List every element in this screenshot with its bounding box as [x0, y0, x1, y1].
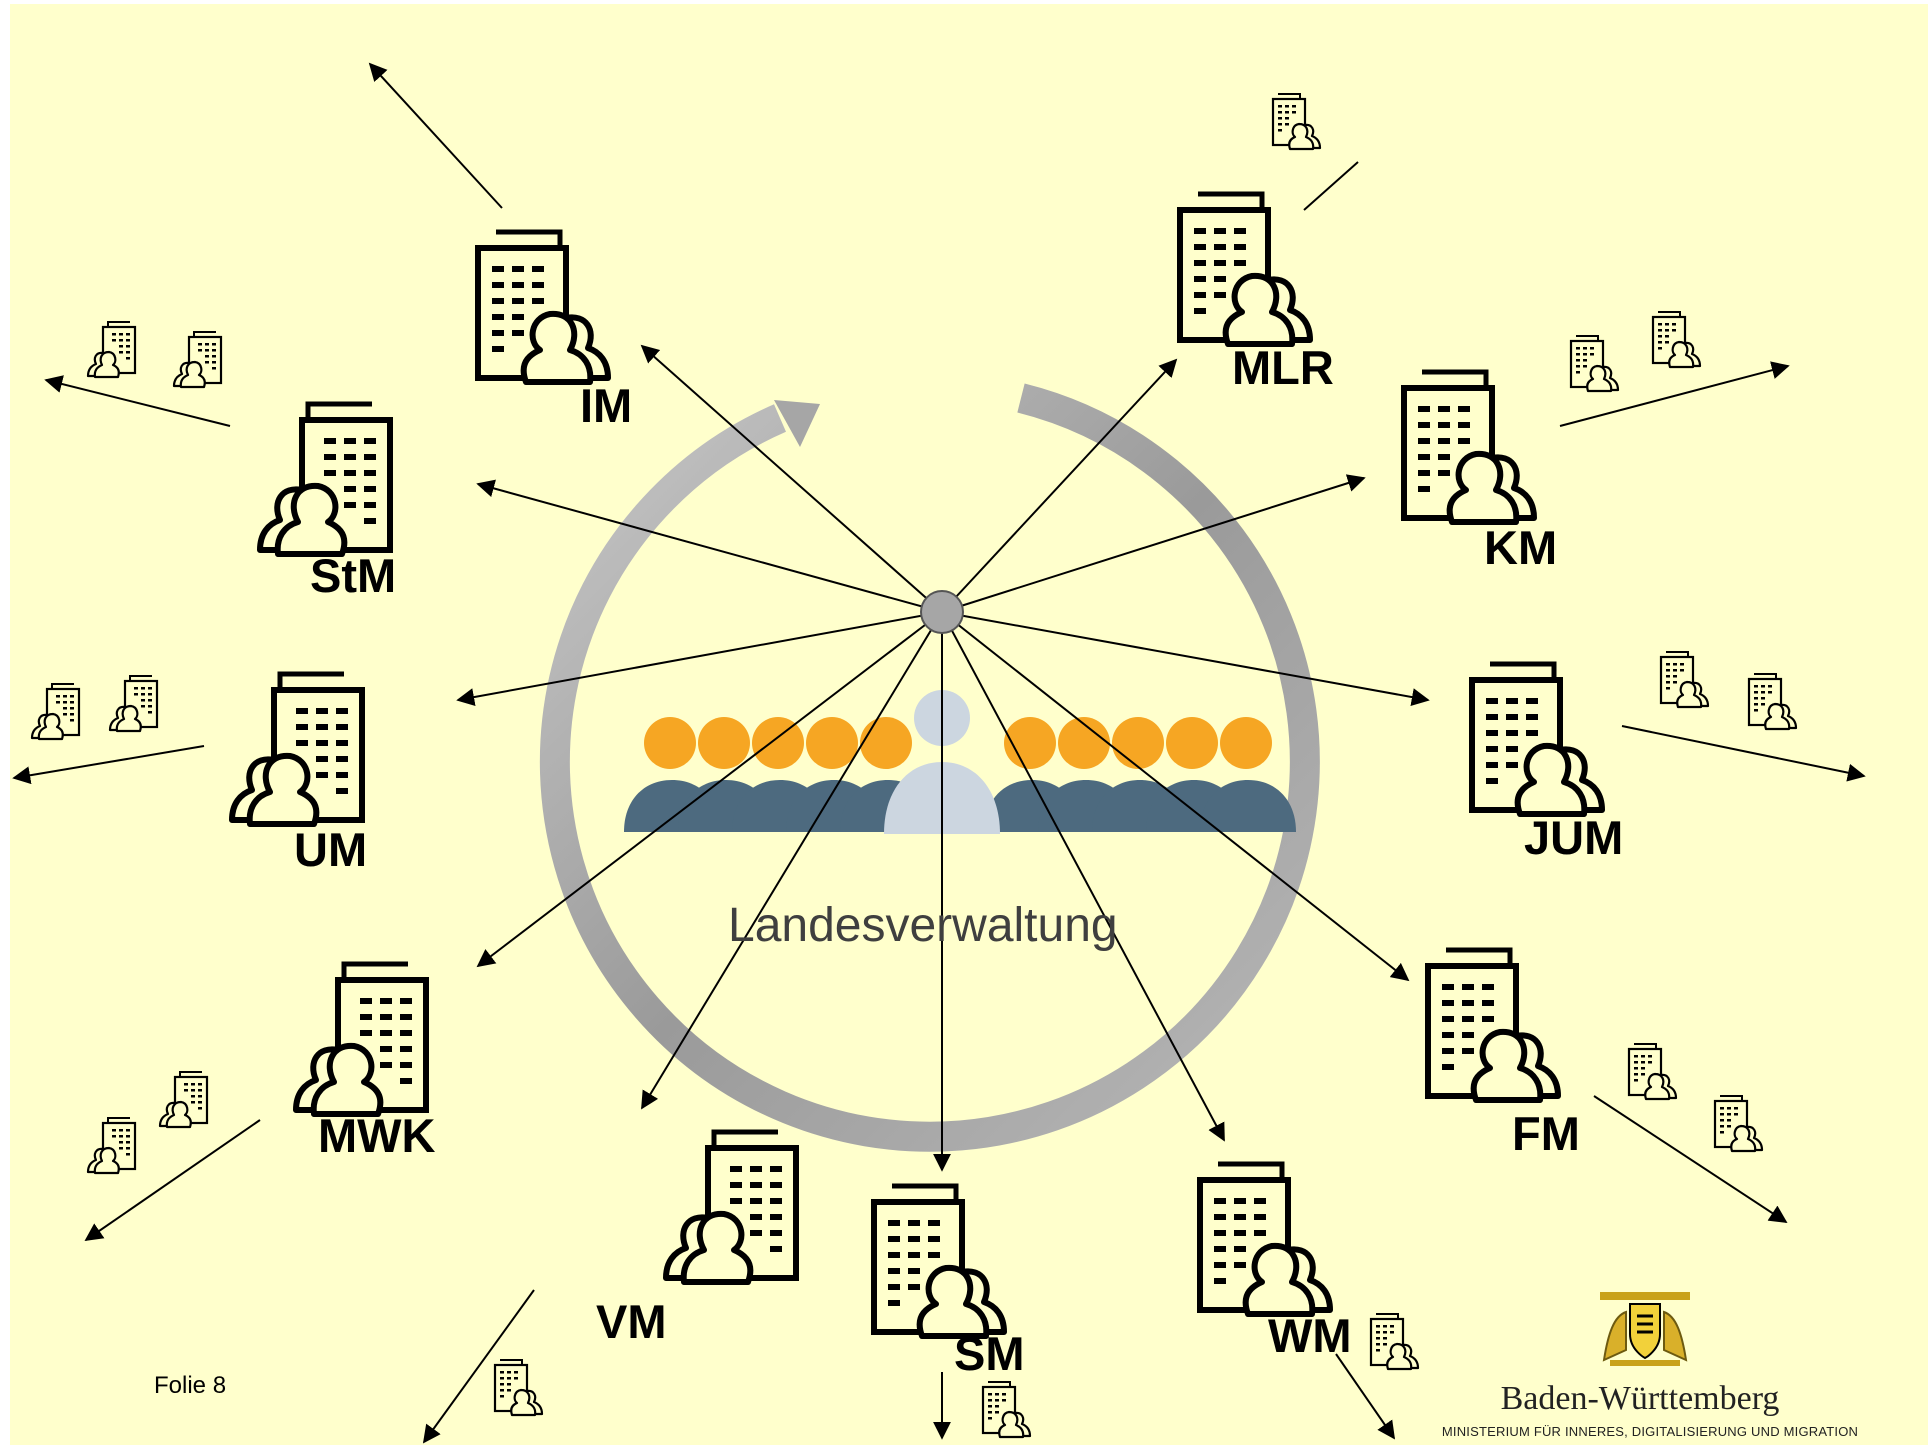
ministry-label-jum: JUM: [1524, 814, 1623, 861]
coat-of-arms-icon: [1590, 1290, 1700, 1370]
ministry-label-sm: SM: [954, 1330, 1025, 1377]
state-logo: Baden-Württemberg MINISTERIUM FÜR INNERE…: [1420, 1290, 1880, 1440]
ministry-label-fm: FM: [1512, 1110, 1580, 1157]
ministry-label-mwk: MWK: [318, 1112, 435, 1159]
ministry-label-um: UM: [294, 826, 367, 873]
ministry-label-wm: WM: [1268, 1312, 1352, 1359]
logo-subtitle: MINISTERIUM FÜR INNERES, DIGITALISIERUNG…: [1420, 1424, 1880, 1439]
center-label: Landesverwaltung: [728, 898, 1118, 953]
hub-node: [921, 591, 963, 633]
ministry-label-stm: StM: [310, 552, 396, 599]
ministry-label-mlr: MLR: [1232, 344, 1334, 391]
logo-name: Baden-Württemberg: [1420, 1380, 1860, 1418]
slide-number: Folie 8: [154, 1372, 226, 1400]
ministry-label-km: KM: [1484, 524, 1557, 571]
ministry-label-im: IM: [580, 382, 632, 429]
ministry-label-vm: VM: [596, 1298, 667, 1345]
